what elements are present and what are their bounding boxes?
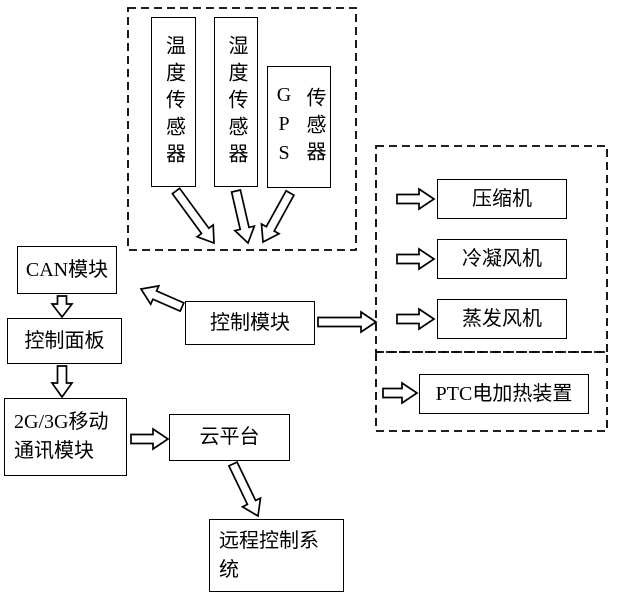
control-module-label: 控制模块	[210, 311, 290, 334]
ptc-heater-label: PTC电加热装置	[435, 382, 573, 405]
node-gps-sensor: GPS 传感器	[267, 66, 331, 188]
node-condensing-fan: 冷凝风机	[437, 239, 567, 279]
arrow-to-condensing-fan	[396, 247, 436, 271]
actuator-group-frame	[375, 145, 608, 353]
node-compressor: 压缩机	[437, 179, 567, 219]
arrow-panel-to-mobile	[50, 365, 74, 399]
can-module-label: CAN模块	[25, 258, 109, 281]
arrow-cloud-to-remote	[227, 460, 262, 518]
arrow-control-to-can	[139, 284, 185, 313]
node-control-panel: 控制面板	[7, 318, 122, 364]
condensing-fan-label: 冷凝风机	[462, 247, 542, 270]
arrow-to-compressor	[396, 187, 436, 211]
temperature-sensor-label: 温度传感器	[162, 34, 185, 170]
mobile-module-label: 2G/3G移动 通讯模块	[14, 411, 109, 462]
evaporating-fan-label: 蒸发风机	[462, 307, 542, 330]
gps-sensor-label: GPS 传感器	[273, 83, 325, 171]
compressor-label: 压缩机	[472, 187, 532, 210]
humidity-sensor-label: 湿度传感器	[225, 34, 247, 170]
node-evaporating-fan: 蒸发风机	[437, 299, 567, 339]
node-temperature-sensor: 温度传感器	[151, 17, 196, 187]
arrow-to-ptc-heater	[382, 381, 419, 405]
node-mobile-module: 2G/3G移动 通讯模块	[4, 398, 127, 476]
node-can-module: CAN模块	[17, 246, 117, 294]
control-panel-label: 控制面板	[24, 329, 105, 352]
sensor-group-frame	[127, 7, 357, 251]
node-humidity-sensor: 湿度传感器	[214, 17, 258, 187]
arrow-to-evaporating-fan	[396, 307, 436, 331]
arrow-can-to-panel	[50, 295, 74, 319]
node-remote-control-system: 远程控制系 统	[209, 519, 344, 592]
arrow-gps-to-control	[260, 189, 296, 244]
arrow-control-to-actuators	[317, 310, 378, 334]
cloud-platform-label: 云平台	[199, 426, 260, 448]
remote-control-system-label: 远程控制系 统	[219, 529, 319, 581]
node-ptc-heater: PTC电加热装置	[419, 374, 589, 414]
arrow-mobile-to-cloud	[130, 427, 170, 451]
node-control-module: 控制模块	[185, 301, 315, 345]
arrow-humidity-to-control	[230, 188, 256, 245]
arrow-temperature-to-control	[171, 187, 215, 245]
node-cloud-platform: 云平台	[169, 414, 290, 461]
